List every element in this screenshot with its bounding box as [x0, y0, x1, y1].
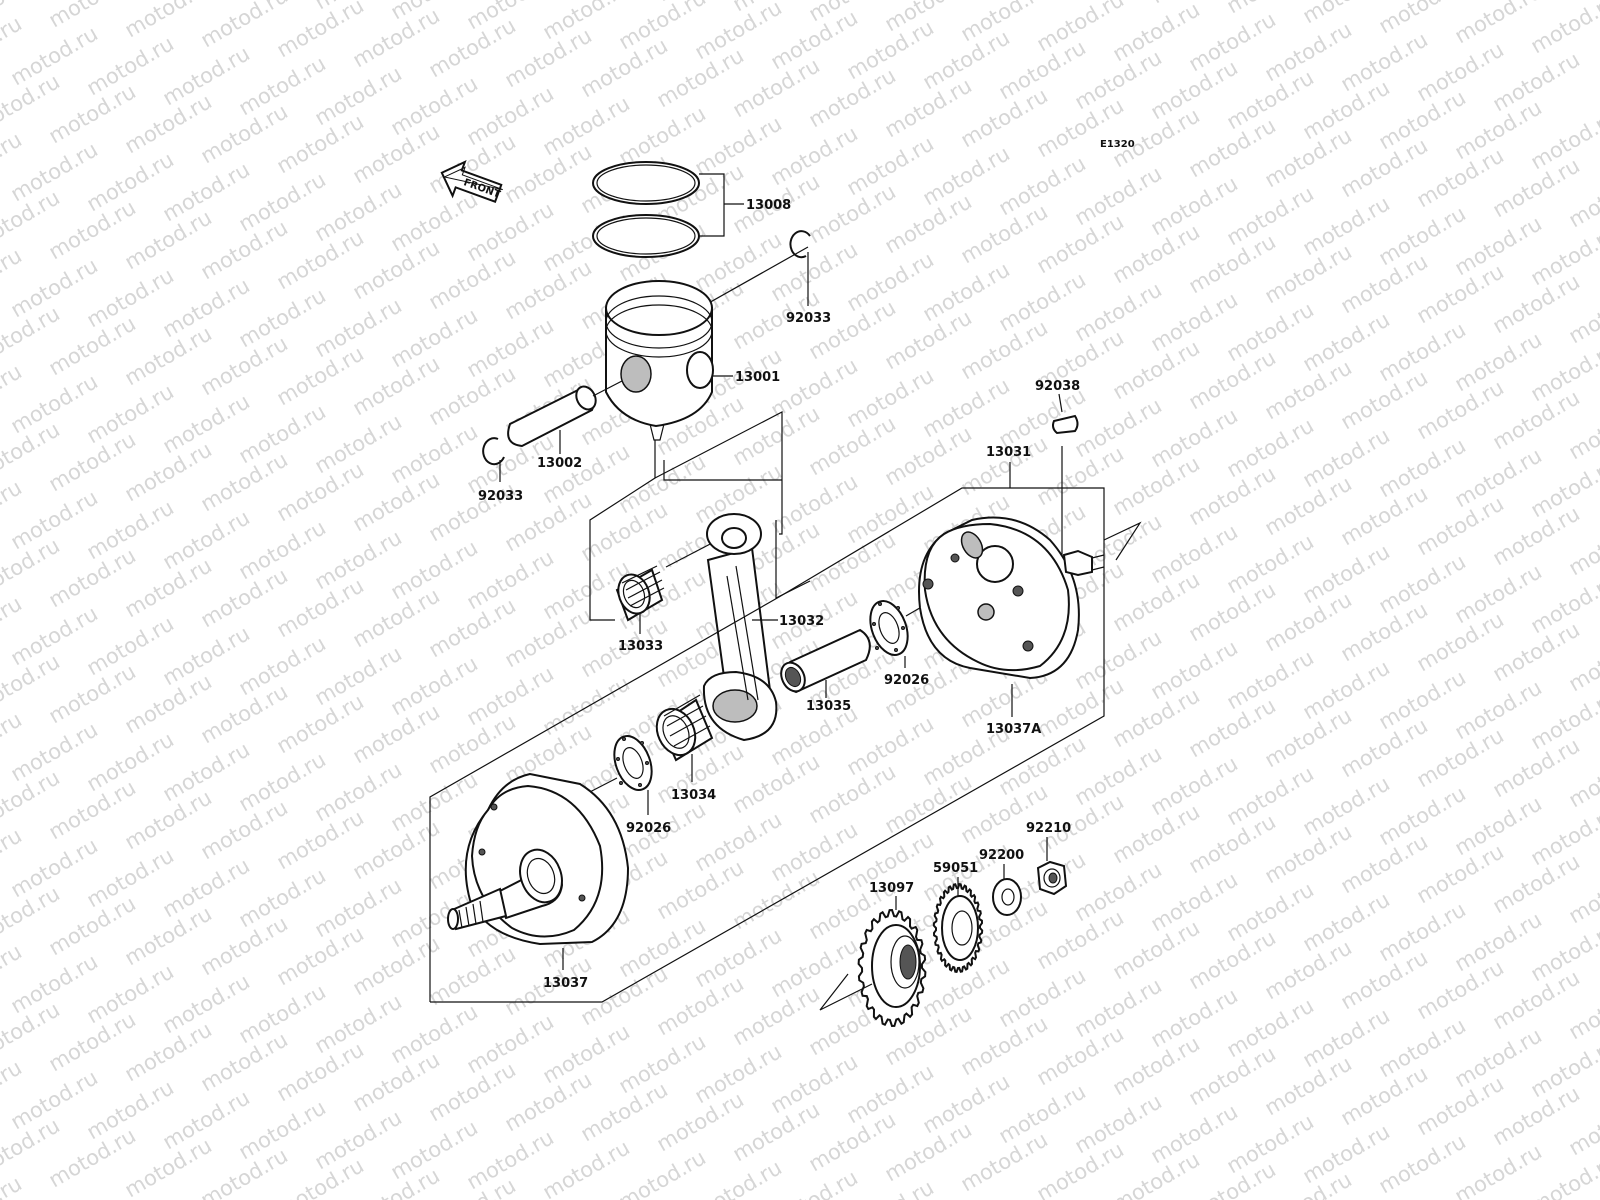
- part-label-92038: 92038: [1035, 379, 1080, 394]
- crank-pin: [780, 628, 871, 694]
- part-label-92210: 92210: [1026, 821, 1071, 836]
- thrust-washer-right: [869, 600, 909, 656]
- watermark-text: motod.ru: [0, 1171, 26, 1200]
- crank-half-left: [447, 772, 630, 946]
- part-label-92026-left: 92026: [626, 821, 671, 836]
- axis-arrow-right: [1103, 521, 1142, 561]
- crankshaft-assembly-bracket: [429, 487, 1105, 1003]
- woodruff-key: [1052, 414, 1079, 435]
- circlip-left: [482, 437, 505, 466]
- leader-13008: [699, 173, 725, 237]
- part-label-13032: 13032: [779, 614, 824, 629]
- part-label-13033: 13033: [618, 639, 663, 654]
- part-label-92026-right: 92026: [884, 673, 929, 688]
- part-label-92033-left: 92033: [478, 489, 523, 504]
- group-bracket-upper: [589, 440, 656, 621]
- nut-92210: [1036, 860, 1068, 896]
- part-label-13002: 13002: [537, 456, 582, 471]
- part-label-13001: 13001: [735, 370, 780, 385]
- part-label-13031: 13031: [986, 445, 1031, 460]
- piston-pin: [507, 380, 623, 448]
- crank-half-right: [918, 516, 1105, 680]
- big-end-bearing: [655, 694, 714, 762]
- axis-arrow-left: [819, 973, 873, 1011]
- primary-drive-gear: [857, 908, 927, 1028]
- piston-rings: [592, 161, 700, 258]
- group-bracket-mid: [654, 411, 783, 535]
- circlip-top: [789, 230, 811, 259]
- part-label-13008: 13008: [746, 198, 791, 213]
- part-label-13037: 13037: [543, 976, 588, 991]
- part-label-13037A: 13037A: [986, 722, 1041, 737]
- diagram-code: E1320: [1100, 139, 1135, 150]
- gear-59051: [932, 882, 984, 974]
- connecting-rod: [702, 513, 778, 742]
- part-label-13097: 13097: [869, 881, 914, 896]
- part-label-13035: 13035: [806, 699, 851, 714]
- part-label-92200: 92200: [979, 848, 1024, 863]
- piston: [605, 280, 714, 441]
- part-label-59051: 59051: [933, 861, 978, 876]
- washer-92200: [992, 878, 1022, 916]
- watermark-text: motod.ru: [1527, 0, 1600, 58]
- thrust-washer-left: [613, 735, 653, 791]
- small-end-bearing: [615, 565, 665, 622]
- part-label-13034: 13034: [671, 788, 716, 803]
- part-label-92033-top: 92033: [786, 311, 831, 326]
